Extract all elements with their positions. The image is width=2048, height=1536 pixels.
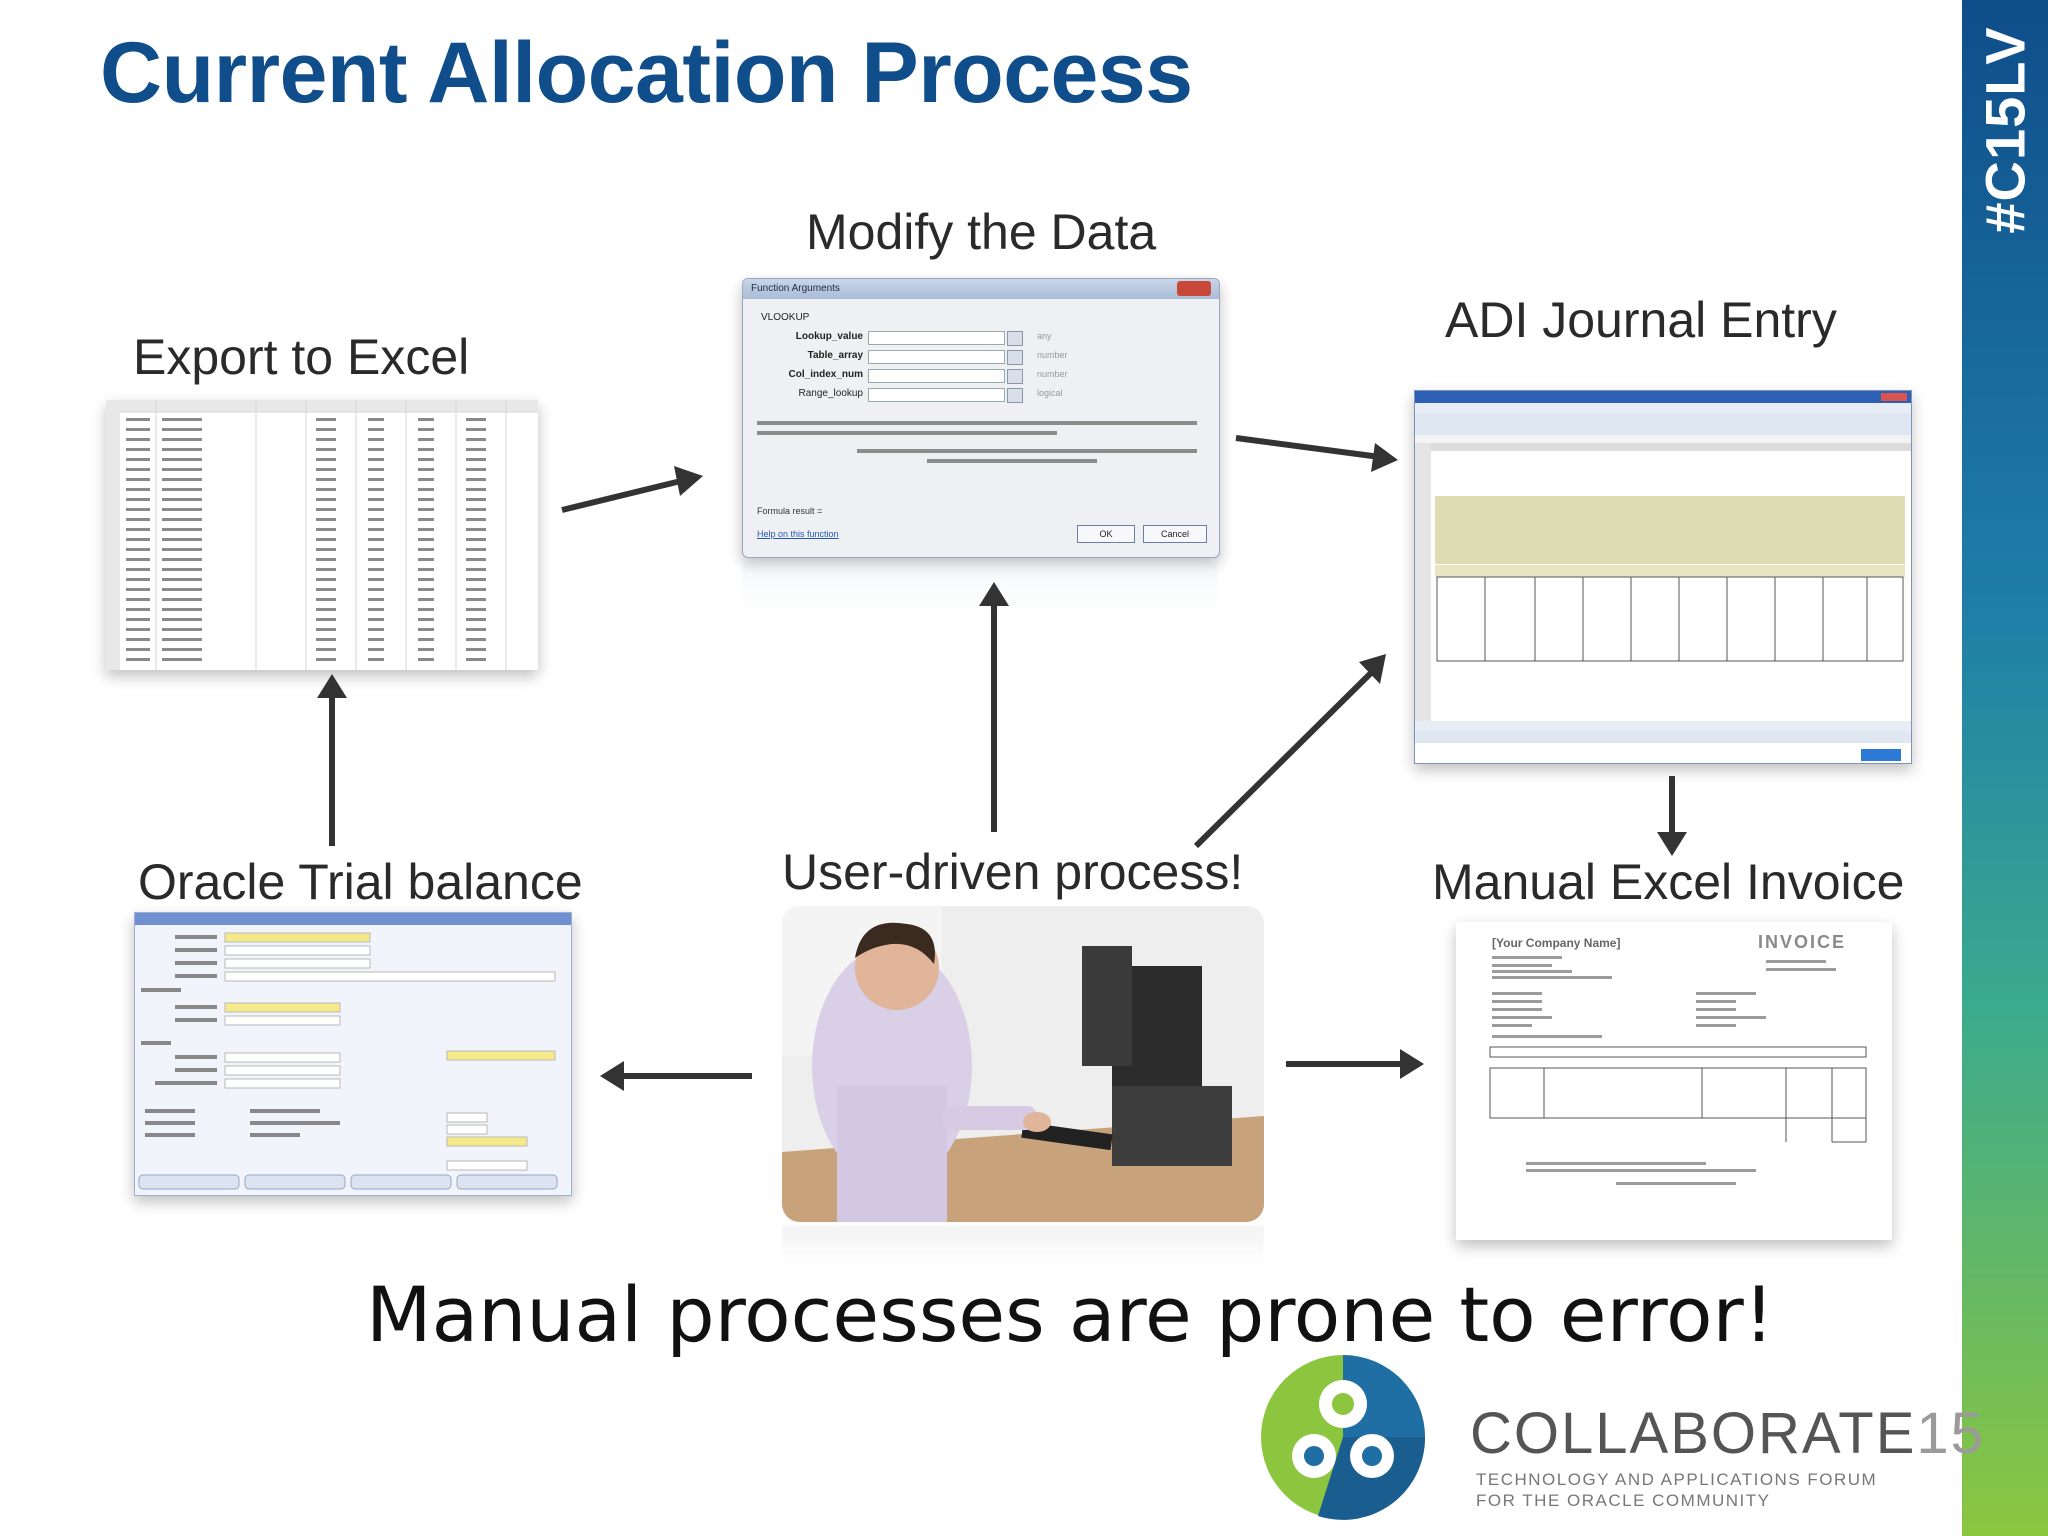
cancel-button[interactable]: Cancel [1143, 525, 1207, 543]
arrow-icon [674, 466, 703, 496]
arrow-icon [317, 674, 347, 698]
arrow-icon [979, 582, 1009, 606]
arg-input-col-index[interactable] [868, 369, 1005, 383]
logo-tagline-line-1: TECHNOLOGY AND APPLICATIONS FORUM [1476, 1470, 1878, 1489]
close-icon[interactable] [1177, 281, 1211, 296]
arrow-icon [600, 1061, 624, 1091]
range-picker-icon[interactable] [1007, 388, 1023, 403]
person-at-computer-image [782, 906, 1264, 1222]
arrow-icon [1371, 443, 1398, 472]
spreadsheet-grid-image [106, 400, 538, 670]
formula-result-label: Formula result = [757, 506, 823, 516]
arrow-icon [1235, 435, 1381, 460]
excel-spreadsheet-thumbnail [106, 400, 538, 670]
bottom-warning-text: Manual processes are prone to error! [366, 1270, 1775, 1359]
side-gradient-bar [1962, 0, 2048, 1536]
dialog-title: Function Arguments [743, 279, 1219, 299]
adi-excel-sheet-image [1415, 391, 1911, 763]
function-arguments-dialog: Function Arguments VLOOKUP Lookup_value … [742, 278, 1220, 558]
logo-tagline-line-2: FOR THE ORACLE COMMUNITY [1476, 1491, 1771, 1510]
arrow-icon [1359, 654, 1386, 684]
label-oracle-trial-balance: Oracle Trial balance [138, 854, 583, 910]
dialog-description-text-lines [757, 421, 1197, 463]
dialog-reflection [742, 560, 1218, 620]
arg-label-lookup-value: Lookup_value [795, 331, 863, 342]
arrow-icon [1193, 665, 1379, 849]
arg-label-range-lookup: Range_lookup [798, 388, 864, 399]
arg-label-table-array: Table_array [807, 350, 863, 361]
label-manual-excel-invoice: Manual Excel Invoice [1432, 854, 1905, 910]
invoice-heading: INVOICE [1758, 932, 1847, 952]
logo-word: COLLABORATE [1470, 1401, 1917, 1466]
arrow-icon [1400, 1049, 1424, 1079]
label-export-to-excel: Export to Excel [133, 329, 470, 385]
adi-excel-window [1414, 390, 1912, 764]
arg-input-lookup-value[interactable] [868, 331, 1005, 345]
help-link[interactable]: Help on this function [757, 529, 839, 539]
slide-title: Current Allocation Process [100, 25, 1193, 121]
label-adi-journal-entry: ADI Journal Entry [1445, 292, 1837, 348]
range-picker-icon[interactable] [1007, 369, 1023, 384]
arg-hint-lookup-value: any [1037, 331, 1052, 341]
label-user-driven-process: User-driven process! [782, 844, 1244, 900]
arg-label-col-index: Col_index_num [788, 369, 863, 380]
logo-wordmark: COLLABORATE15 [1470, 1400, 1985, 1467]
invoice-body-image [1489, 956, 1867, 1185]
excel-invoice-document: [Your Company Name] INVOICE [1456, 922, 1892, 1240]
range-picker-icon[interactable] [1007, 350, 1023, 365]
oracle-concurrent-program-form [134, 912, 572, 1196]
photo-reflection [782, 1226, 1264, 1266]
label-modify-data: Modify the Data [806, 204, 1157, 260]
invoice-company-name: [Your Company Name] [1492, 936, 1621, 950]
ok-button[interactable]: OK [1077, 525, 1135, 543]
arg-input-range-lookup[interactable] [868, 388, 1005, 402]
arg-input-table-array[interactable] [868, 350, 1005, 364]
arrow-icon [561, 477, 686, 513]
dialog-function-name: VLOOKUP [761, 312, 810, 323]
arg-hint-col-index: number [1037, 369, 1068, 379]
oracle-form-image [135, 913, 571, 1190]
arrow-icon [1657, 832, 1687, 856]
range-picker-icon[interactable] [1007, 331, 1023, 346]
arg-hint-range-lookup: logical [1037, 388, 1063, 398]
logo-number: 15 [1916, 1401, 1985, 1466]
arg-hint-table-array: number [1037, 350, 1068, 360]
collaborate-logo-icon [1258, 1352, 1428, 1522]
